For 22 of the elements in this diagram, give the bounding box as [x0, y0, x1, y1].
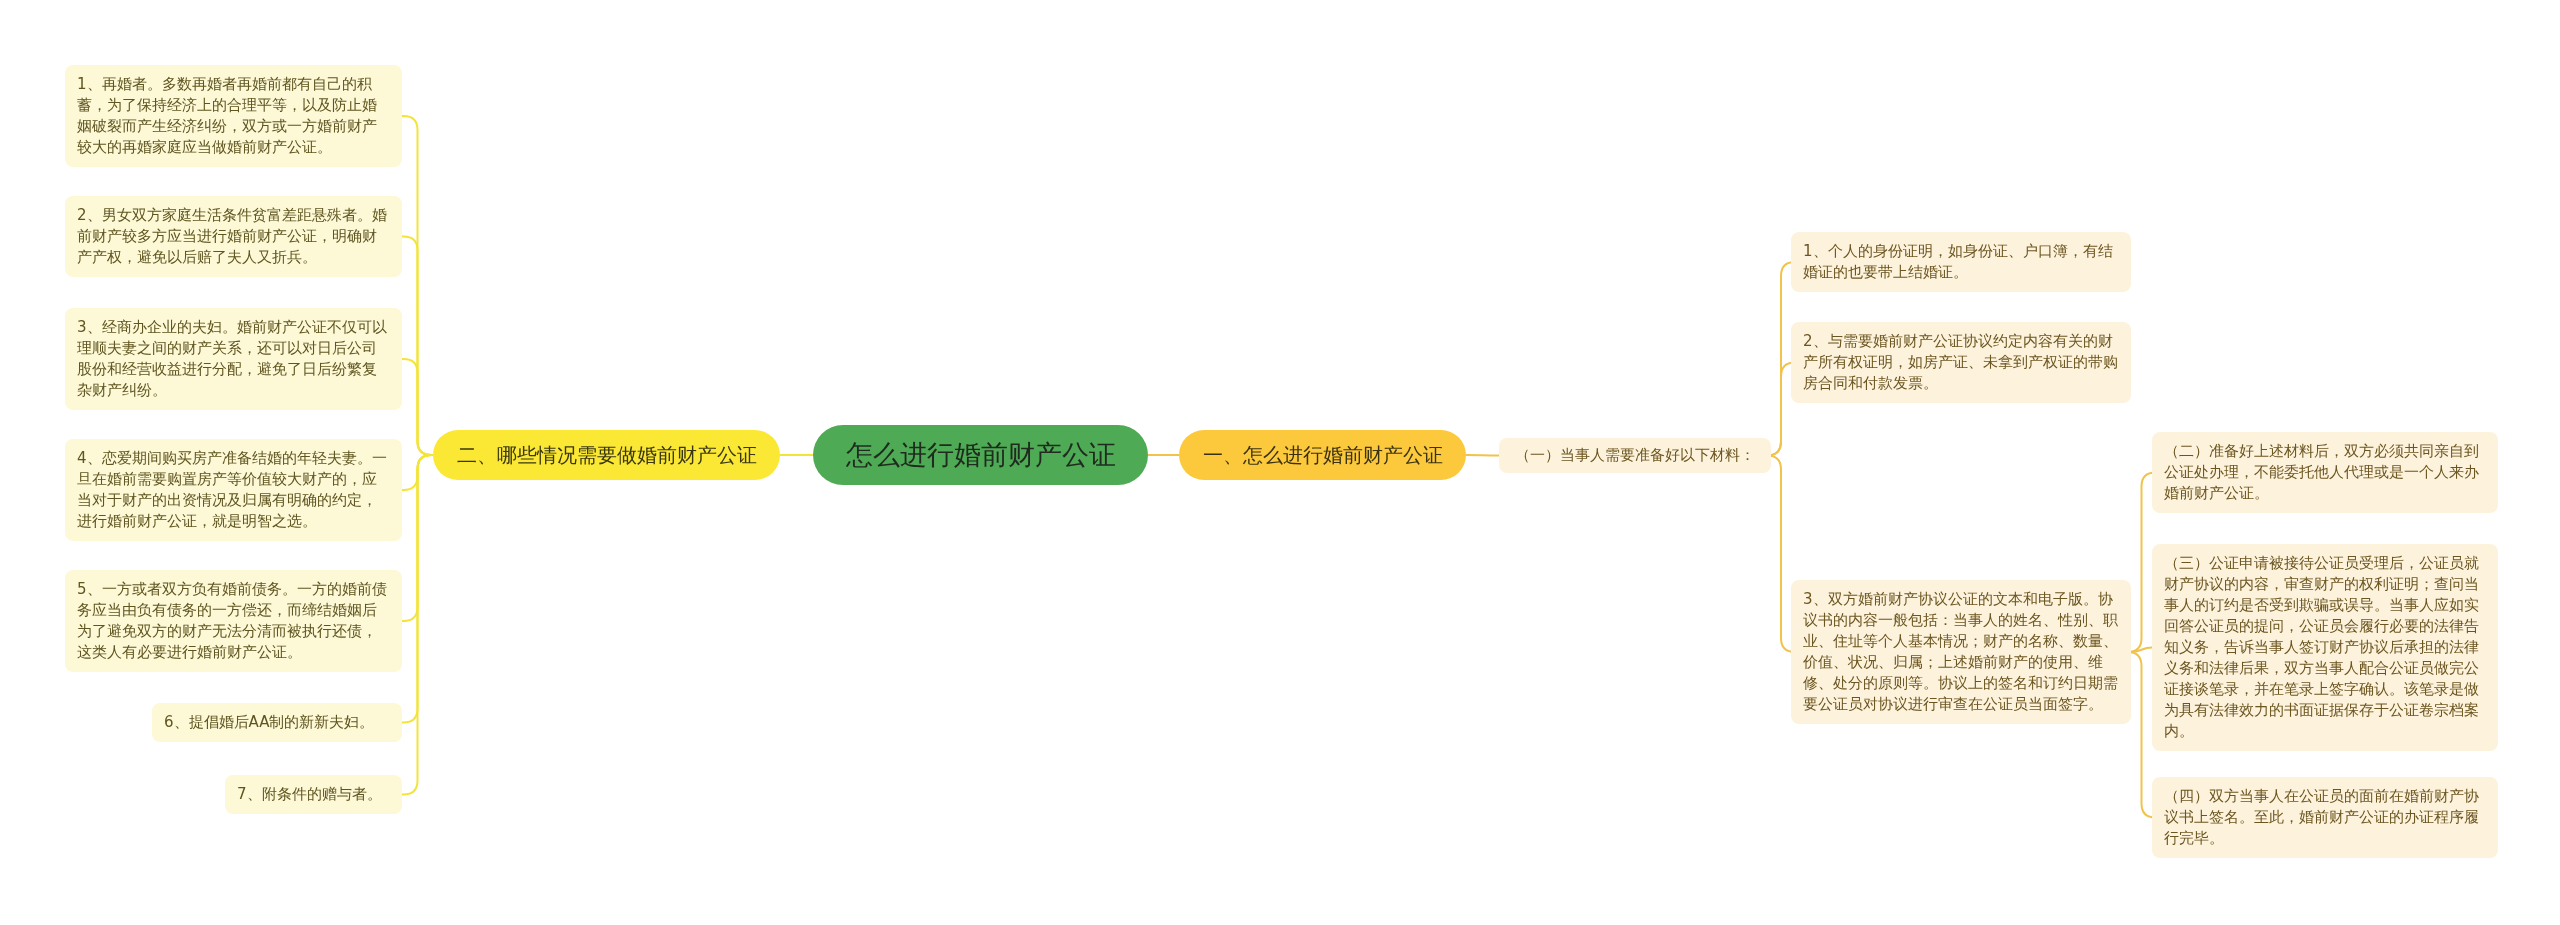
connector-line: [401, 454, 434, 796]
detail-box: 2、男女双方家庭生活条件贫富差距悬殊者。婚前财产较多方应当进行婚前财产公证，明确财产产权，避免以后赔了夫人又折兵。: [65, 195, 402, 277]
central-topic: 怎么进行婚前财产公证: [813, 425, 1148, 485]
detail-box: 1、再婚者。多数再婚者再婚前都有自己的积蓄，为了保持经济上的合理平等，以及防止婚姻破裂而产生经济纠纷，双方或一方婚前财产较大的再婚家庭应当做婚前财产公证。: [65, 65, 402, 167]
detail-box: 6、提倡婚后AA制的新新夫妇。: [152, 702, 402, 742]
detail-box: （二）准备好上述材料后，双方必须共同亲自到公证处办理，不能委托他人代理或是一个人来办婚前财产公证。: [2152, 431, 2498, 513]
branch-topic: 一、怎么进行婚前财产公证: [1179, 430, 1466, 480]
detail-box: 7、附条件的赠与者。: [225, 774, 402, 814]
connector-line: [779, 454, 814, 456]
connector-line: [2130, 646, 2153, 653]
branch-topic: 二、哪些情况需要做婚前财产公证: [433, 430, 780, 480]
detail-box: 5、一方或者双方负有婚前债务。一方的婚前债务应当由负有债务的一方偿还，而缔结婚姻后为了避免双方的财产无法分清而被执行还债，这类人有必要进行婚前财产公证。: [65, 570, 402, 672]
detail-box: 3、双方婚前财产协议公证的文本和电子版。协议书的内容一般包括：当事人的姓名、性别、职业、住址等个人基本情况；财产的名称、数量、价值、状况、归属；上述婚前财产的使用、维修、处分的原则等。协议上的签名和订约日期需要公证员对协议进行审查在公证员当面签字。: [1791, 580, 2131, 724]
detail-box: （三）公证申请被接待公证员受理后，公证员就财产协议的内容，审查财产的权利证明；查问当事人的订约是否受到欺骗或误导。当事人应如实回答公证员的提问，公证员会履行必要的法律告知义务，告诉当事人签订财产协议后承担的法律义务和法律后果，双方当事人配合公证员做完公证接谈笔录，并在笔录上签字确认。该笔录是做为具有法律效力的书面证据保存于公证卷宗档案内。: [2152, 543, 2498, 751]
detail-box: 4、恋爱期间购买房产准备结婚的年轻夫妻。一旦在婚前需要购置房产等价值较大财产的，应当对于财产的出资情况及归属有明确的约定，进行婚前财产公证，就是明智之选。: [65, 439, 402, 541]
detail-box: 2、与需要婚前财产公证协议约定内容有关的财产所有权证明，如房产证、未拿到产权证的带购房合同和付款发票。: [1791, 321, 2131, 403]
connector-line: [1147, 454, 1180, 456]
connector-line: [1465, 454, 1500, 457]
detail-box: （四）双方当事人在公证员的面前在婚前财产协议书上签名。至此，婚前财产公证的办证程序履行完毕。: [2152, 776, 2498, 858]
subtopic-box: （一）当事人需要准备好以下材料：: [1499, 437, 1771, 473]
detail-box: 1、个人的身份证明，如身份证、户口簿，有结婚证的也要带上结婚证。: [1791, 232, 2131, 292]
detail-box: 3、经商办企业的夫妇。婚前财产公证不仅可以理顺夫妻之间的财产关系，还可以对日后公司股份和经营收益进行分配，避免了日后纷繁复杂财产纠纷。: [65, 308, 402, 410]
